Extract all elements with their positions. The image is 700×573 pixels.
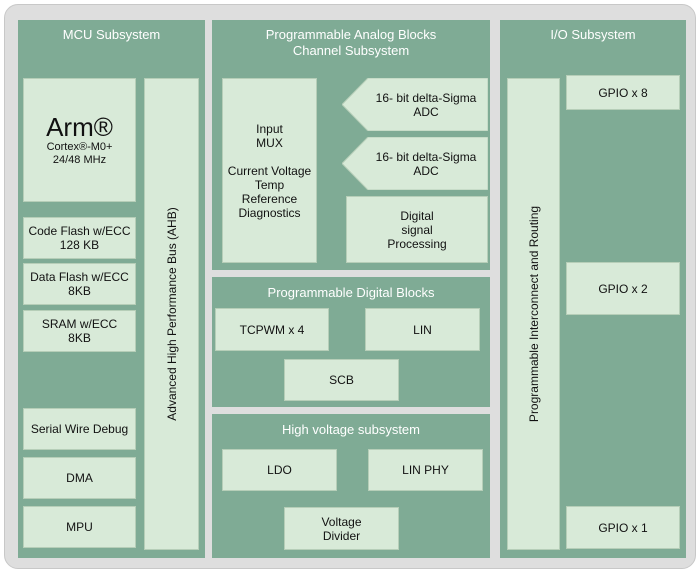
scb-label: SCB	[329, 373, 354, 387]
tcpwm-label: TCPWM x 4	[239, 322, 305, 337]
arm-core-block: Arm® Cortex®-M0+ 24/48 MHz	[23, 78, 136, 202]
input-mux-block: Input MUX Current Voltage Temp Reference…	[222, 78, 317, 263]
arm-core-name: Cortex®-M0+	[46, 141, 113, 153]
mcu-subsystem-title: MCU Subsystem	[62, 27, 161, 42]
voltage-divider-block: Voltage Divider	[284, 507, 399, 550]
lin-phy-label: LIN PHY	[402, 463, 449, 477]
io-subsystem-title: I/O Subsystem	[550, 27, 636, 42]
adc-1-label: 16- bit delta-Sigma ADC	[375, 90, 477, 119]
analog-subsystem-panel: Programmable Analog Blocks Channel Subsy…	[212, 20, 490, 270]
gpio-1-block: GPIO x 1	[566, 506, 680, 549]
tcpwm-block: TCPWM x 4	[215, 308, 329, 351]
dsp-block: Digital signal Processing	[346, 196, 488, 263]
gpio-8-label: GPIO x 8	[598, 85, 648, 100]
digital-subsystem-title: Programmable Digital Blocks	[267, 285, 435, 300]
data-flash-block: Data Flash w/ECC 8KB	[23, 263, 136, 305]
arm-core-frequency: 24/48 MHz	[52, 154, 107, 166]
mpu-label: MPU	[66, 520, 93, 534]
serial-wire-debug-label: Serial Wire Debug	[30, 422, 129, 436]
sram-block: SRAM w/ECC 8KB	[23, 310, 136, 352]
arm-logo-text: Arm®	[46, 112, 113, 142]
gpio-2-label: GPIO x 2	[598, 281, 648, 296]
ahb-bus-label: Advanced High Performance Bus (AHB)	[164, 207, 179, 421]
gpio-2-block: GPIO x 2	[566, 262, 680, 315]
voltage-divider-label: Voltage Divider	[321, 514, 362, 543]
adc-1-label-area: 16- bit delta-Sigma ADC	[364, 78, 488, 131]
dsp-label: Digital signal Processing	[387, 208, 447, 251]
interconnect-block: Programmable Interconnect and Routing	[507, 78, 560, 550]
dma-label: DMA	[66, 471, 93, 485]
lin-phy-block: LIN PHY	[368, 449, 483, 491]
ldo-label: LDO	[267, 463, 292, 477]
data-flash-label: Data Flash w/ECC 8KB	[30, 270, 129, 298]
adc-2-shape	[342, 137, 488, 190]
ldo-block: LDO	[222, 449, 337, 491]
serial-wire-debug-block: Serial Wire Debug	[23, 408, 136, 450]
high-voltage-subsystem-panel: High voltage subsystem LDO LIN PHY Volta…	[212, 414, 490, 558]
high-voltage-subsystem-title: High voltage subsystem	[281, 422, 420, 437]
ahb-bus-block: Advanced High Performance Bus (AHB)	[144, 78, 199, 550]
mcu-subsystem-panel: MCU Subsystem Arm® Cortex®-M0+ 24/48 MHz…	[18, 20, 205, 558]
interconnect-label: Programmable Interconnect and Routing	[526, 205, 541, 423]
dma-block: DMA	[23, 457, 136, 499]
sram-label: SRAM w/ECC 8KB	[41, 317, 118, 345]
lin-block: LIN	[365, 308, 480, 351]
code-flash-block: Code Flash w/ECC 128 KB	[23, 217, 136, 259]
io-subsystem-panel: I/O Subsystem Programmable Interconnect …	[500, 20, 686, 558]
gpio-8-block: GPIO x 8	[566, 75, 680, 110]
code-flash-label: Code Flash w/ECC 128 KB	[28, 224, 131, 252]
analog-subsystem-title: Programmable Analog Blocks Channel Subsy…	[265, 27, 437, 58]
lin-label: LIN	[413, 322, 432, 337]
adc-2-label-area: 16- bit delta-Sigma ADC	[364, 137, 488, 190]
digital-subsystem-panel: Programmable Digital Blocks TCPWM x 4 LI…	[212, 277, 490, 407]
adc-1-shape	[342, 78, 488, 131]
input-mux-label: Input MUX Current Voltage Temp Reference…	[227, 121, 312, 220]
scb-block: SCB	[284, 359, 399, 401]
mpu-block: MPU	[23, 506, 136, 548]
adc-2-label: 16- bit delta-Sigma ADC	[375, 149, 477, 178]
gpio-1-label: GPIO x 1	[598, 520, 648, 535]
